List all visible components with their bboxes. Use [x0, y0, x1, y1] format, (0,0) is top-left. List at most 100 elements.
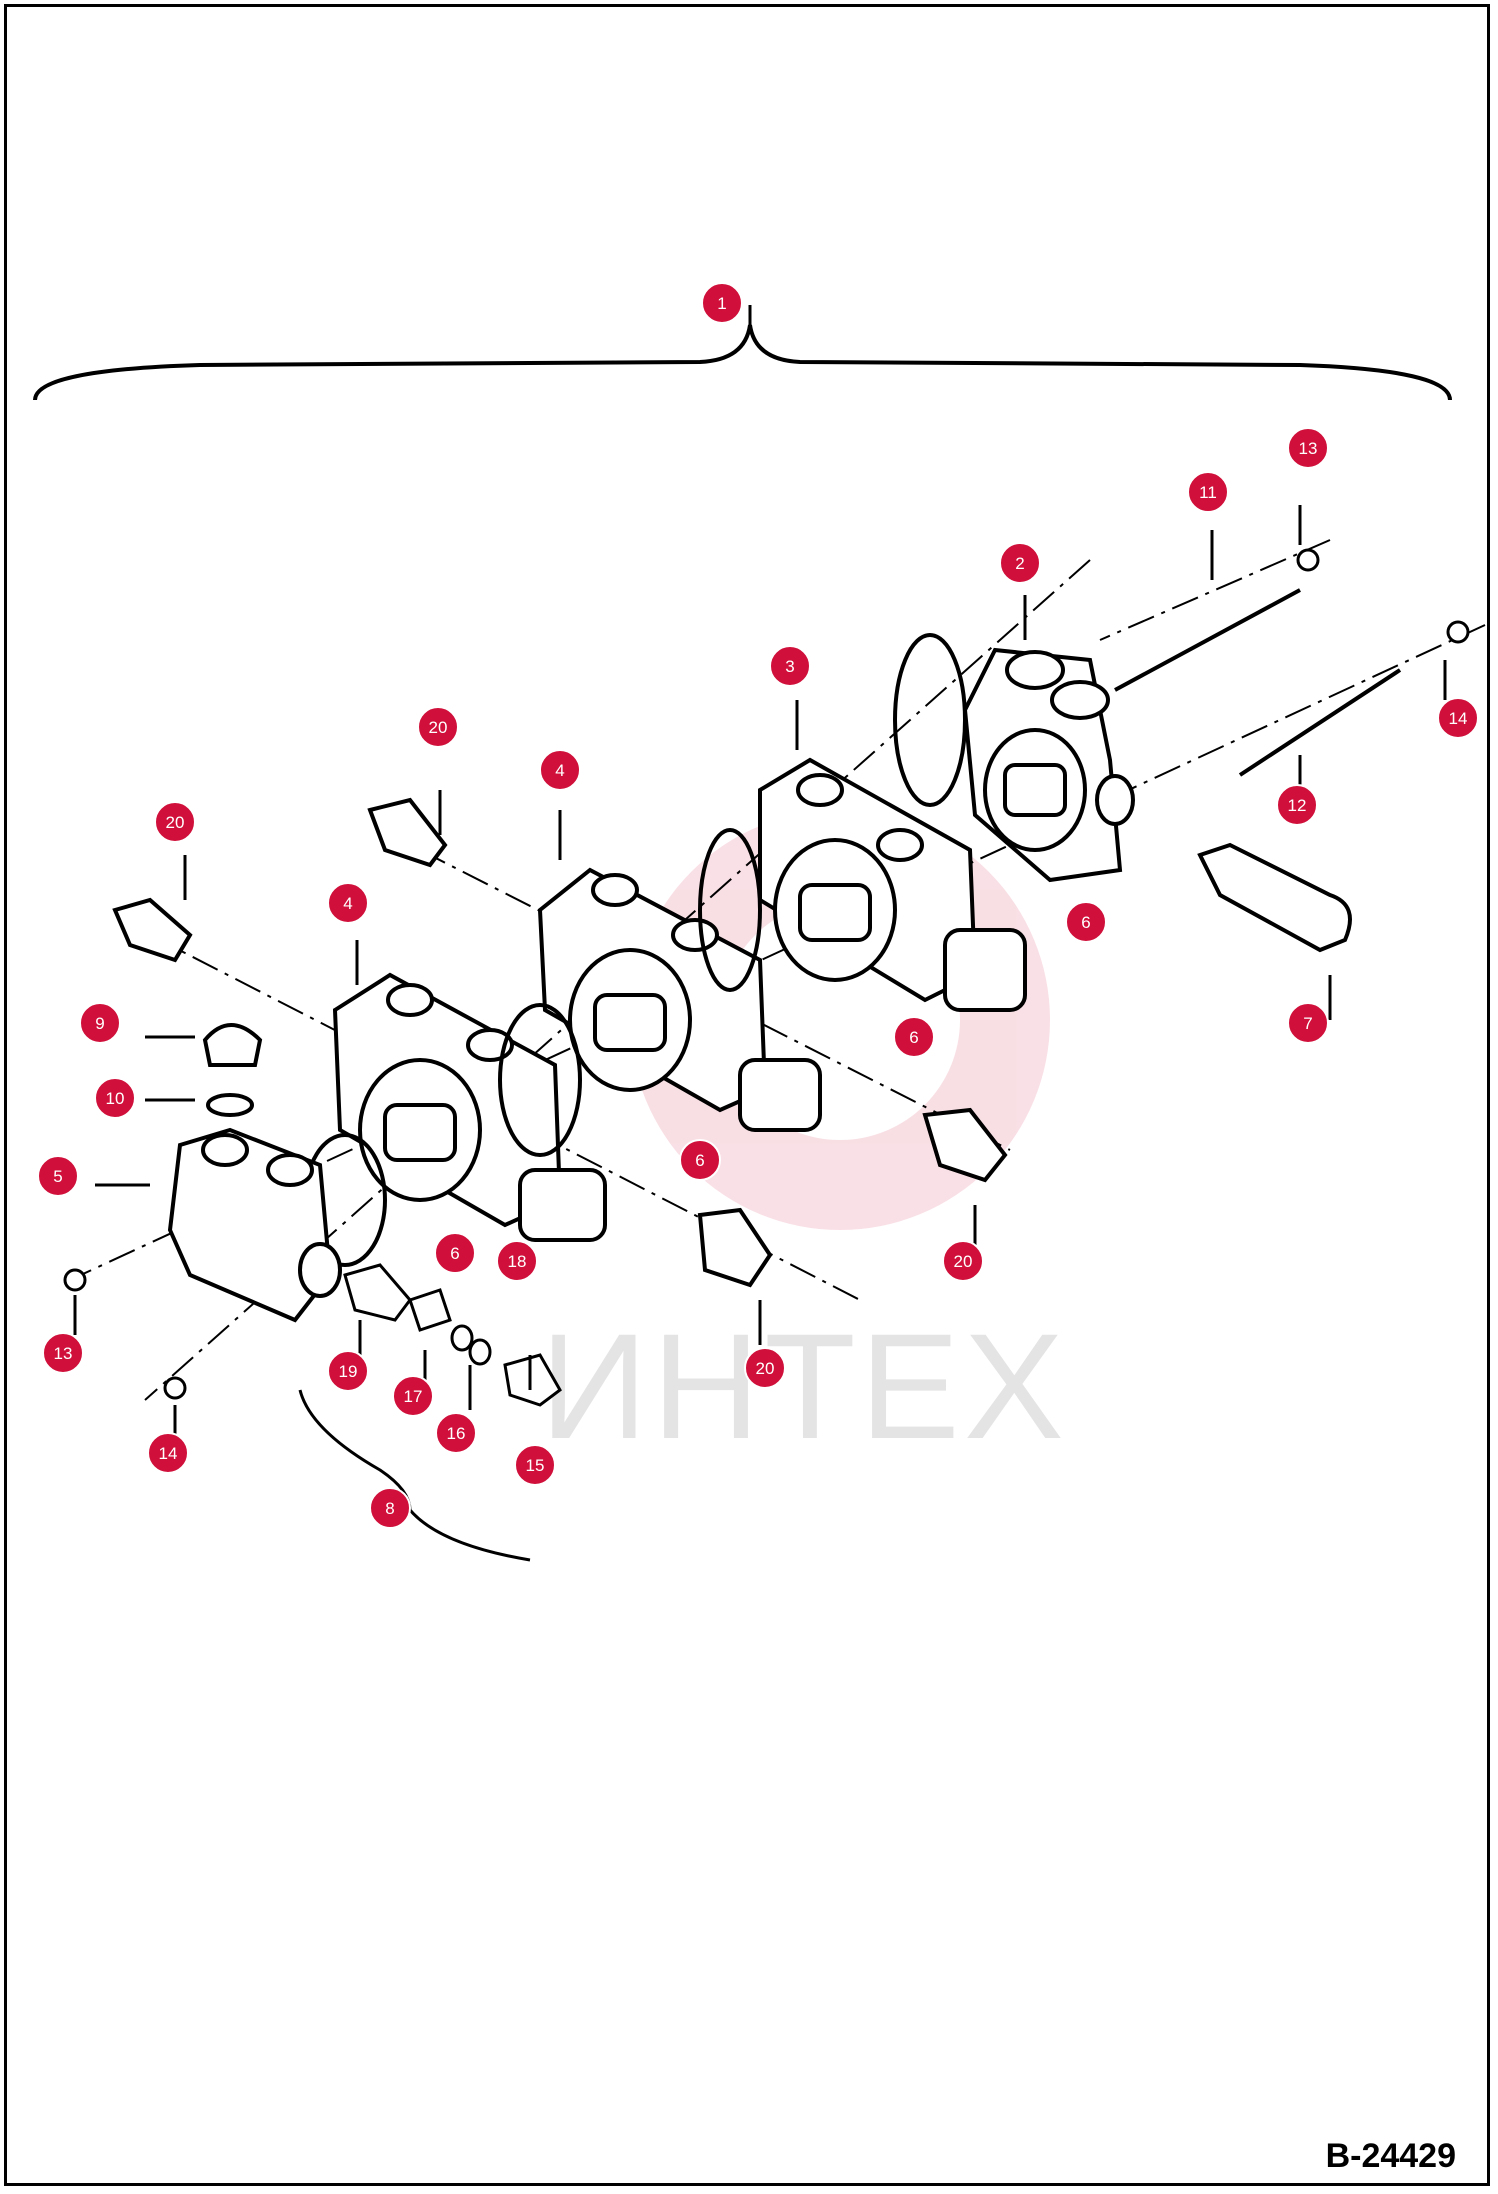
callout-marker — [417, 706, 459, 748]
callout-14: 14 — [147, 1432, 189, 1474]
callout-marker — [1287, 427, 1329, 469]
callout-1: 1 — [701, 282, 743, 324]
callout-11: 11 — [1187, 471, 1229, 513]
relief-valve-cartridge — [1197, 842, 1352, 953]
callout-number: 2 — [1015, 554, 1024, 573]
valve-section-3 — [758, 633, 1027, 1012]
callout-12: 12 — [1276, 784, 1318, 826]
callout-marker — [893, 1016, 935, 1058]
callout-number: 13 — [1299, 439, 1318, 458]
callout-number: 20 — [954, 1252, 973, 1271]
valve-section-4-rear — [537, 828, 822, 1132]
callout-number: 11 — [1199, 483, 1217, 502]
callout-marker — [496, 1240, 538, 1282]
callout-number: 16 — [447, 1424, 466, 1443]
callout-marker — [514, 1444, 556, 1486]
callout-number: 12 — [1288, 796, 1307, 815]
page-border — [4, 4, 1490, 2186]
end-cover-outlet — [962, 647, 1135, 883]
callout-20: 20 — [417, 706, 459, 748]
callout-badges: 1234456666789101112131314141516171819202… — [37, 282, 1479, 1529]
callout-number: 7 — [1303, 1014, 1312, 1033]
callout-marker — [392, 1375, 434, 1417]
callout-marker — [42, 1332, 84, 1374]
callout-number: 13 — [54, 1344, 73, 1363]
callout-15: 15 — [514, 1444, 556, 1486]
callout-marker — [327, 1350, 369, 1392]
callout-marker — [434, 1232, 476, 1274]
callout-4: 4 — [327, 882, 369, 924]
callout-marker — [435, 1412, 477, 1454]
callout-marker — [942, 1240, 984, 1282]
callout-number: 1 — [717, 294, 726, 313]
callout-marker — [147, 1432, 189, 1474]
callout-number: 20 — [429, 718, 448, 737]
callout-number: 6 — [695, 1151, 704, 1170]
callout-14: 14 — [1437, 697, 1479, 739]
callout-number: 6 — [909, 1028, 918, 1047]
callout-marker — [94, 1077, 136, 1119]
callout-10: 10 — [94, 1077, 136, 1119]
watermark: ИНТЕХ — [540, 1302, 1068, 1470]
callout-number: 17 — [404, 1387, 423, 1406]
callout-number: 4 — [343, 894, 352, 913]
callout-number: 15 — [526, 1456, 545, 1475]
callout-20: 20 — [744, 1347, 786, 1389]
callout-7: 7 — [1287, 1002, 1329, 1044]
callout-marker — [369, 1487, 411, 1529]
callout-13: 13 — [42, 1332, 84, 1374]
callout-20: 20 — [942, 1240, 984, 1282]
plug-and-oring — [202, 1023, 263, 1117]
callout-marker — [1287, 1002, 1329, 1044]
callout-marker — [1187, 471, 1229, 513]
callout-marker — [1276, 784, 1318, 826]
callout-3: 3 — [769, 645, 811, 687]
callout-marker — [1065, 901, 1107, 943]
callout-9: 9 — [79, 1002, 121, 1044]
callout-19: 19 — [327, 1350, 369, 1392]
assembly-brace — [33, 324, 1452, 401]
callout-2: 2 — [999, 542, 1041, 584]
callout-marker — [999, 542, 1041, 584]
callout-number: 9 — [95, 1014, 104, 1033]
callout-number: 10 — [106, 1089, 125, 1108]
callout-number: 6 — [1081, 913, 1090, 932]
inlet-end-cover — [167, 1127, 342, 1323]
callout-marker — [769, 645, 811, 687]
callout-13: 13 — [1287, 427, 1329, 469]
callout-leaders — [73, 505, 1447, 1445]
callout-16: 16 — [435, 1412, 477, 1454]
relief-kit-parts — [343, 1263, 562, 1407]
callout-4: 4 — [539, 749, 581, 791]
valve-section-4-front — [303, 972, 607, 1267]
nuts — [63, 548, 1470, 1400]
callout-6: 6 — [1065, 901, 1107, 943]
callout-6: 6 — [434, 1232, 476, 1274]
callout-20: 20 — [154, 801, 196, 843]
callout-number: 8 — [385, 1499, 394, 1518]
callout-number: 3 — [785, 657, 794, 676]
callout-17: 17 — [392, 1375, 434, 1417]
callout-5: 5 — [37, 1155, 79, 1197]
diagram-id: B-24429 — [1325, 2137, 1456, 2175]
callout-number: 5 — [53, 1167, 62, 1186]
callout-number: 18 — [508, 1252, 527, 1271]
callout-marker — [327, 882, 369, 924]
callout-marker — [154, 801, 196, 843]
callout-marker — [1437, 697, 1479, 739]
callout-marker — [679, 1139, 721, 1181]
tie-rods — [1114, 588, 1402, 777]
callout-marker — [744, 1347, 786, 1389]
callout-18: 18 — [496, 1240, 538, 1282]
callout-6: 6 — [679, 1139, 721, 1181]
callout-number: 20 — [166, 813, 185, 832]
callout-8: 8 — [369, 1487, 411, 1529]
callout-marker — [701, 282, 743, 324]
callout-number: 4 — [555, 761, 564, 780]
fitting-plugs — [112, 797, 1008, 1288]
callout-6: 6 — [893, 1016, 935, 1058]
callout-number: 19 — [339, 1362, 358, 1381]
callout-marker — [539, 749, 581, 791]
callout-marker — [37, 1155, 79, 1197]
